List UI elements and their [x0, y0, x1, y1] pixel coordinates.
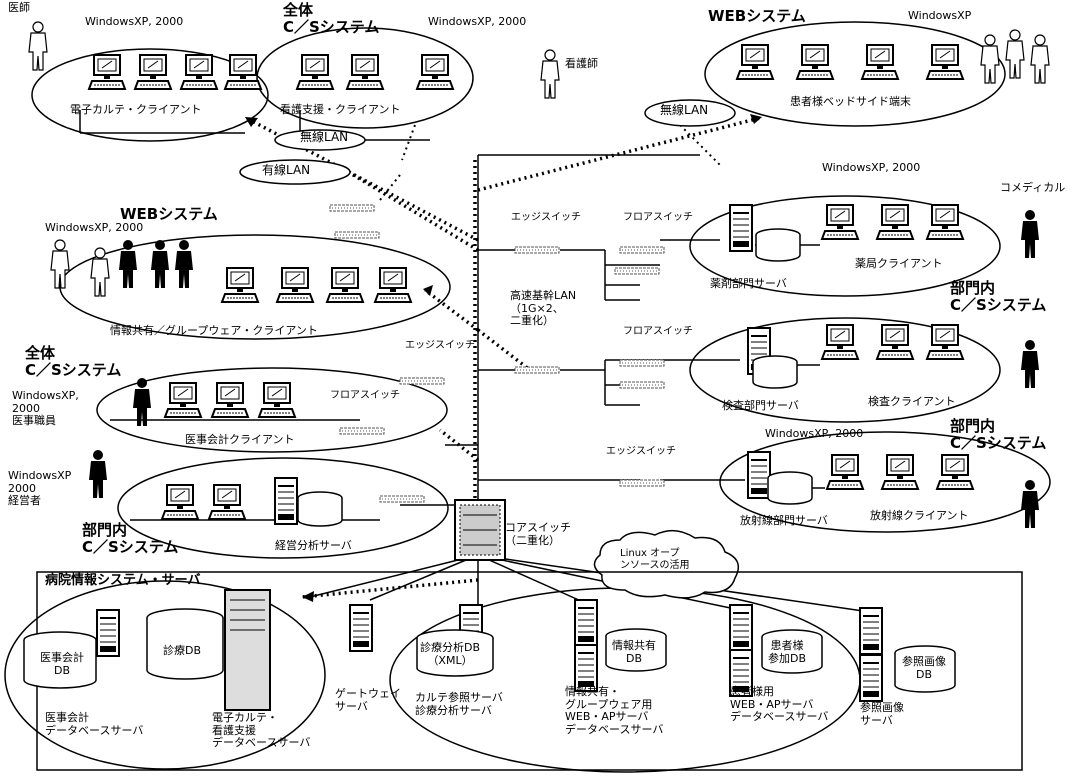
core-switch-label: コアスイッチ （二重化）	[505, 522, 571, 547]
emr-server-label: 電子カルテ・ 看護支援 データベースサーバ	[212, 712, 310, 750]
radiology-client-label: 放射線クライアント	[870, 510, 969, 523]
accounting-os-label: WindowsXP, 2000 医事職員	[12, 390, 79, 428]
doctor-label: 医師	[8, 2, 30, 15]
groupware-server-label: 情報共有・ グループウェア用 WEB・APサーバ データベースサーバ	[565, 686, 663, 737]
pc-terminals	[89, 45, 973, 519]
linux-cloud-label: Linux オープ ンソースの活用	[620, 548, 690, 571]
wireless-lan-label-2: 無線LAN	[660, 104, 708, 118]
emr-os-label: WindowsXP, 2000	[85, 16, 183, 29]
lab-client-label: 検査クライアント	[868, 396, 956, 409]
groupware-client-label: 情報共有／グループウェア・クライアント	[110, 325, 318, 338]
karte-server-label: カルテ参照サーバ 診療分析サーバ	[415, 692, 503, 717]
accounting-client-label: 医事会計クライアント	[185, 434, 295, 447]
bedside-client-label: 患者様ベッドサイド端末	[790, 96, 911, 109]
accounting-server-label: 医事会計 データベースサーバ	[45, 712, 143, 737]
accounting-title: 全体 C／Sシステム	[25, 345, 121, 380]
hospital-servers-title: 病院情報システム・サーバ	[45, 574, 200, 589]
gateway-server-label: ゲートウェイ サーバ	[335, 688, 401, 713]
floor-switch-label-2: フロアスイッチ	[623, 326, 693, 338]
pharmacy-server-label: 薬剤部門サーバ	[710, 278, 787, 291]
radiology-server-label: 放射線部門サーバ	[740, 515, 828, 528]
pharmacy-client-label: 薬局クライアント	[855, 258, 943, 271]
management-os-label: WindowsXP 2000 経営者	[8, 470, 71, 508]
image-server-label: 参照画像 サーバ	[860, 702, 904, 727]
db-medical-label: 診療DB	[163, 645, 201, 658]
nurse-label: 看護師	[565, 58, 598, 71]
nursing-os-label: WindowsXP, 2000	[428, 16, 526, 29]
floor-switch-label-3: フロアスイッチ	[330, 390, 400, 402]
edge-switch-label-3: エッジスイッチ	[606, 446, 676, 458]
core-switch	[455, 500, 505, 560]
patient-server-label: 患者様用 WEB・APサーバ データベースサーバ	[730, 686, 828, 724]
management-server-label: 経営分析サーバ	[275, 540, 352, 553]
db-analysis-label: 診療分析DB （XML）	[420, 642, 480, 667]
wired-lan-label: 有線LAN	[262, 164, 310, 178]
db-share-label: 情報共有 DB	[612, 640, 656, 665]
emr-client-label: 電子カルテ・クライアント	[70, 104, 202, 117]
management-title: 部門内 C／Sシステム	[82, 522, 178, 557]
backbone-label: 高速基幹LAN （1G×2、 二重化）	[510, 290, 576, 328]
pharmacy-os-label: WindowsXP, 2000	[822, 162, 920, 175]
edge-switch-label-2: エッジスイッチ	[405, 340, 475, 352]
db-accounting-label: 医事会計 DB	[40, 652, 84, 677]
radiology-os-label: WindowsXP, 2000	[765, 428, 863, 441]
nursing-client-label: 看護支援・クライアント	[280, 104, 401, 117]
groupware-os-label: WindowsXP, 2000	[45, 222, 143, 235]
emr-system-title: 全体 C／Sシステム	[283, 2, 379, 37]
wireless-lan-label-1: 無線LAN	[300, 131, 348, 145]
db-patient-label: 患者様 参加DB	[768, 640, 806, 665]
bedside-title: WEBシステム	[708, 8, 806, 25]
comedical-label: コメディカル	[1000, 182, 1065, 195]
lab-server-label: 検査部門サーバ	[722, 400, 799, 413]
bedside-os-label: WindowsXP	[908, 10, 971, 23]
floor-switch-label-1: フロアスイッチ	[623, 212, 693, 224]
db-image-label: 参照画像 DB	[902, 656, 946, 681]
pharmacy-title: 部門内 C／Sシステム	[950, 280, 1046, 315]
lab-title: 部門内 C／Sシステム	[950, 418, 1046, 453]
edge-switch-label-1: エッジスイッチ	[511, 212, 581, 224]
